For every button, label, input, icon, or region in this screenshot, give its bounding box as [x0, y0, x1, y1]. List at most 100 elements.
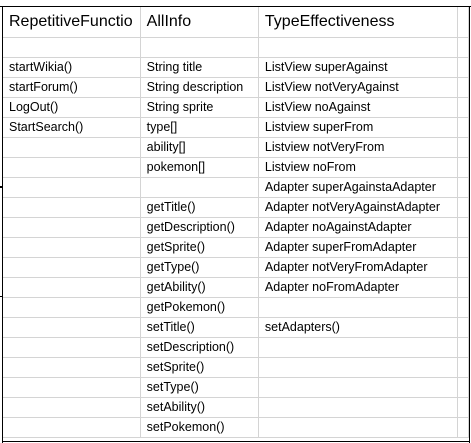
table-cell[interactable] — [456, 337, 469, 358]
table-cell[interactable] — [456, 277, 469, 298]
table-cell[interactable]: type[] — [139, 117, 259, 138]
table-cell[interactable] — [2, 37, 141, 58]
table-cell[interactable]: ListView noAgainst — [257, 97, 458, 118]
table-cell[interactable] — [139, 37, 259, 58]
table-cell[interactable] — [2, 297, 141, 318]
table-cell[interactable] — [456, 357, 469, 378]
table-cell[interactable] — [456, 137, 469, 158]
border-bottom — [2, 441, 470, 442]
table-cell[interactable] — [2, 217, 141, 238]
table-cell[interactable]: startWikia() — [2, 57, 141, 78]
table-cell[interactable]: Listview superFrom — [257, 117, 458, 138]
table-cell[interactable]: Adapter superFromAdapter — [257, 237, 458, 258]
table-cell[interactable]: getPokemon() — [139, 297, 259, 318]
table-cell[interactable] — [2, 357, 141, 378]
table-cell[interactable] — [456, 57, 469, 78]
table-cell[interactable]: ListView superAgainst — [257, 57, 458, 78]
table-cell[interactable]: getTitle() — [139, 197, 259, 218]
table-cell[interactable]: Adapter notVeryFromAdapter — [257, 257, 458, 278]
table-cell[interactable] — [456, 117, 469, 138]
table-row: getTitle()Adapter notVeryAgainstAdapter — [2, 197, 469, 218]
table-row: getAbility()Adapter noFromAdapter — [2, 277, 469, 298]
table-cell[interactable] — [2, 337, 141, 358]
table-row — [2, 37, 469, 58]
header-cell[interactable]: TypeEffectiveness — [257, 6, 458, 38]
table-cell[interactable]: setTitle() — [139, 317, 259, 338]
table-row: setType() — [2, 377, 469, 398]
table-cell[interactable]: pokemon[] — [139, 157, 259, 178]
table-cell[interactable] — [456, 157, 469, 178]
table-cell[interactable]: getAbility() — [139, 277, 259, 298]
table-cell[interactable] — [2, 137, 141, 158]
table-cell[interactable]: String sprite — [139, 97, 259, 118]
table-cell[interactable]: setAbility() — [139, 397, 259, 418]
table-cell[interactable] — [2, 177, 141, 198]
table-cell[interactable] — [2, 237, 141, 258]
table-cell[interactable]: String description — [139, 77, 259, 98]
table-row: setDescription() — [2, 337, 469, 358]
table-row: setPokemon() — [2, 417, 469, 438]
header-cell[interactable]: RepetitiveFunctio — [2, 6, 141, 38]
table-cell[interactable] — [2, 197, 141, 218]
table-cell[interactable] — [257, 337, 458, 358]
table-cell[interactable]: Adapter noFromAdapter — [257, 277, 458, 298]
table-cell[interactable] — [2, 417, 141, 438]
table-cell[interactable] — [456, 37, 469, 58]
table-cell[interactable]: StartSearch() — [2, 117, 141, 138]
grid-viewport: RepetitiveFunctio AllInfo TypeEffectiven… — [2, 6, 469, 441]
table-cell[interactable] — [257, 37, 458, 58]
cell-grid: RepetitiveFunctio AllInfo TypeEffectiven… — [2, 6, 469, 438]
table-cell[interactable] — [456, 237, 469, 258]
table-cell[interactable]: Adapter notVeryAgainstAdapter — [257, 197, 458, 218]
header-row: RepetitiveFunctio AllInfo TypeEffectiven… — [2, 6, 469, 38]
empty-cell[interactable] — [456, 6, 469, 38]
table-cell[interactable] — [2, 277, 141, 298]
table-cell[interactable] — [456, 397, 469, 418]
table-cell[interactable]: getSprite() — [139, 237, 259, 258]
table-cell[interactable] — [456, 377, 469, 398]
table-cell[interactable]: Adapter noAgainstAdapter — [257, 217, 458, 238]
table-cell[interactable]: setAdapters() — [257, 317, 458, 338]
table-cell[interactable] — [456, 197, 469, 218]
table-cell[interactable] — [456, 257, 469, 278]
table-cell[interactable]: setPokemon() — [139, 417, 259, 438]
table-cell[interactable]: ability[] — [139, 137, 259, 158]
table-cell[interactable]: Listview notVeryFrom — [257, 137, 458, 158]
table-cell[interactable] — [456, 77, 469, 98]
table-cell[interactable]: String title — [139, 57, 259, 78]
table-cell[interactable]: setType() — [139, 377, 259, 398]
table-cell[interactable] — [2, 257, 141, 278]
table-cell[interactable]: getDescription() — [139, 217, 259, 238]
table-cell[interactable] — [139, 177, 259, 198]
table-cell[interactable]: getType() — [139, 257, 259, 278]
table-cell[interactable] — [456, 297, 469, 318]
table-cell[interactable] — [2, 317, 141, 338]
table-row: setTitle()setAdapters() — [2, 317, 469, 338]
table-cell[interactable]: startForum() — [2, 77, 141, 98]
table-cell[interactable] — [456, 177, 469, 198]
table-cell[interactable] — [257, 297, 458, 318]
table-cell[interactable] — [456, 97, 469, 118]
table-cell[interactable] — [2, 397, 141, 418]
table-cell[interactable]: ListView notVeryAgainst — [257, 77, 458, 98]
table-cell[interactable]: Adapter superAgainstaAdapter — [257, 177, 458, 198]
table-row: getDescription()Adapter noAgainstAdapter — [2, 217, 469, 238]
table-cell[interactable] — [2, 377, 141, 398]
table-cell[interactable]: Listview noFrom — [257, 157, 458, 178]
table-cell[interactable] — [456, 217, 469, 238]
table-cell[interactable] — [257, 357, 458, 378]
table-cell[interactable]: LogOut() — [2, 97, 141, 118]
table-row: getType()Adapter notVeryFromAdapter — [2, 257, 469, 278]
table-cell[interactable] — [257, 417, 458, 438]
table-cell[interactable]: setSprite() — [139, 357, 259, 378]
table-cell[interactable]: setDescription() — [139, 337, 259, 358]
table-cell[interactable] — [257, 377, 458, 398]
table-cell[interactable] — [257, 397, 458, 418]
header-cell[interactable]: AllInfo — [139, 6, 259, 38]
table-cell[interactable] — [2, 157, 141, 178]
table-row: setAbility() — [2, 397, 469, 418]
table-cell[interactable] — [456, 417, 469, 438]
table-cell[interactable] — [456, 317, 469, 338]
row-marker — [0, 296, 3, 297]
